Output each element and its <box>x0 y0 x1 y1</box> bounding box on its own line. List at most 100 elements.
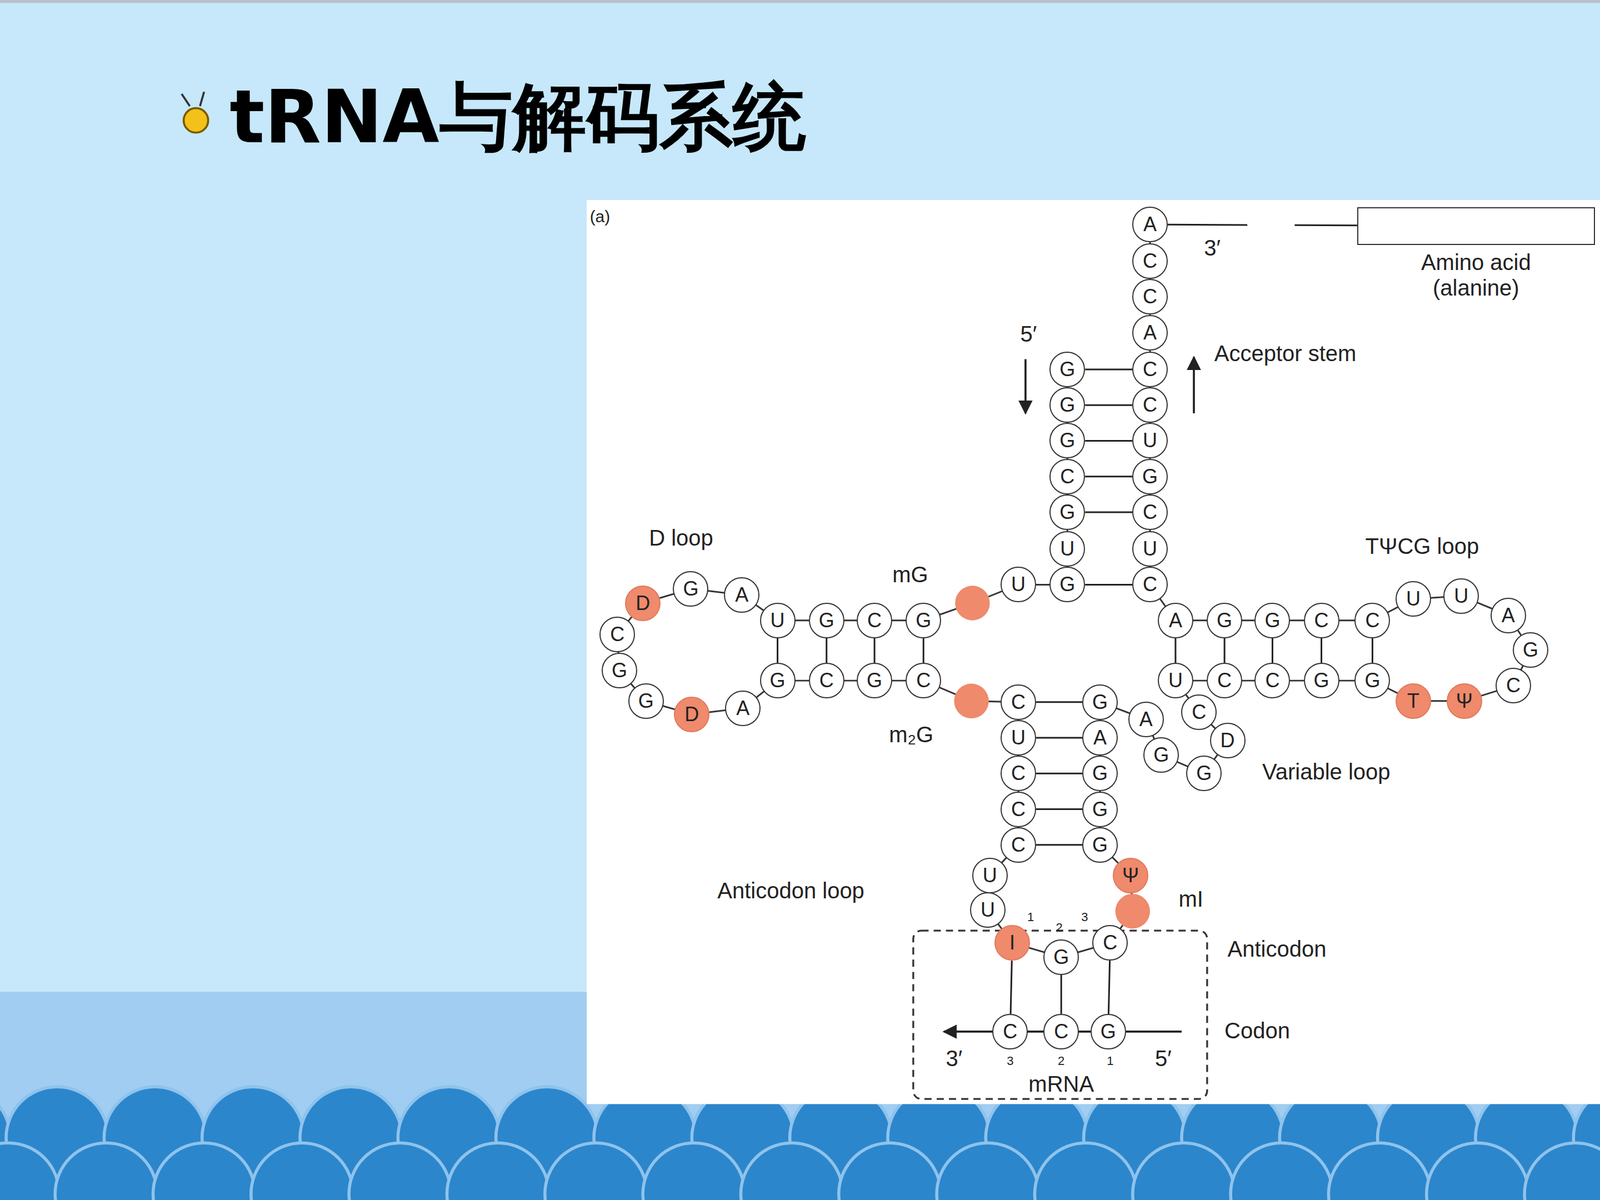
base-letter: G <box>1264 610 1280 631</box>
figure-label: mI <box>1178 886 1203 912</box>
nucleotide-circle: G <box>1143 737 1179 773</box>
nucleotide-circle: A <box>1490 597 1527 634</box>
wave-scallop <box>55 1142 158 1200</box>
base-pair-line <box>1085 368 1133 370</box>
slide-title: tRNA与解码系统 <box>229 77 806 158</box>
rna-backbone <box>617 224 1531 958</box>
nucleotide-circle: G <box>1186 755 1222 792</box>
wave-scallop <box>1132 1142 1235 1200</box>
base-letter: G <box>915 610 932 631</box>
base-letter: G <box>1059 359 1075 380</box>
wave-scallop <box>153 1142 256 1200</box>
base-letter: G <box>1364 670 1380 691</box>
base-letter: G <box>1092 835 1108 855</box>
base-letter: C <box>1102 932 1118 953</box>
nucleotide-circle: C <box>1132 243 1168 279</box>
wave-scallop <box>1426 1142 1529 1200</box>
figure-label: Codon <box>1224 1018 1290 1043</box>
base-letter: G <box>1092 763 1108 784</box>
nucleotide-circle: T <box>1395 683 1432 719</box>
base-letter: A <box>1143 322 1157 343</box>
nucleotide-circle: A <box>1132 206 1168 243</box>
base-letter: U <box>1060 538 1075 559</box>
base-letter: D <box>635 593 650 614</box>
base-pair-line <box>1085 440 1133 442</box>
base-pair-line <box>1085 475 1133 478</box>
figure-label: 2 <box>1055 920 1063 934</box>
figure-label: 3 <box>1081 910 1088 924</box>
nucleotide-circle: C <box>808 662 845 699</box>
base-letter: C <box>1142 574 1158 595</box>
base-letter: C <box>867 610 882 631</box>
nucleotide-circle: G <box>672 571 709 607</box>
figure-label: 1 <box>1106 1054 1114 1068</box>
nucleotide-circle: C <box>1132 566 1168 603</box>
nucleotide-circle: C <box>1000 827 1037 863</box>
base-pair-line <box>1036 701 1083 703</box>
base-letter: C <box>1011 692 1026 713</box>
nucleotide-circle: G <box>856 662 893 699</box>
top-strip <box>0 0 1600 4</box>
nucleotide-circle: I <box>994 925 1030 961</box>
nucleotide-circle: C <box>1132 278 1168 315</box>
base-letter: C <box>1011 835 1026 855</box>
nucleotide-circle: G <box>1082 755 1118 792</box>
base-pair-line <box>1223 638 1226 663</box>
backbone-line <box>617 224 1531 958</box>
base-letter: A <box>1168 610 1183 631</box>
base-letter: C <box>1217 670 1232 691</box>
nucleotide-circle: G <box>1206 602 1243 639</box>
base-letter: U <box>1142 430 1158 451</box>
nucleotide-circle: C <box>1132 351 1168 388</box>
base-letter: A <box>1093 727 1107 748</box>
nucleotide-circle: G <box>1512 632 1549 668</box>
nucleotide-circle: G <box>1303 662 1340 699</box>
wave-scallop <box>838 1142 942 1200</box>
wave-scallop <box>545 1142 648 1200</box>
figure-label: mG <box>892 562 928 587</box>
base-letter: G <box>770 670 786 691</box>
base-letter: G <box>1092 692 1108 713</box>
base-pair-line <box>1036 843 1083 846</box>
base-letter: U <box>1142 538 1158 559</box>
nucleotide-circle: G <box>1049 566 1085 603</box>
nucleotide-circle: C <box>1495 667 1532 704</box>
nucleotide-circle: Ψ <box>1446 683 1483 719</box>
figure-label: 3′ <box>945 1046 963 1071</box>
nucleotide-circle: U <box>1395 581 1432 617</box>
base-letter: G <box>1100 1021 1117 1042</box>
base-pair-line <box>1085 404 1133 407</box>
base-letter: C <box>1142 359 1158 380</box>
base-letter: G <box>1522 640 1539 660</box>
nucleotide-circle: U <box>1157 662 1194 699</box>
nucleotide-circle: C <box>992 1013 1028 1050</box>
base-letter: G <box>1059 430 1075 451</box>
nucleotide-circle: C <box>1000 755 1037 792</box>
base-letter: C <box>916 670 931 691</box>
base-letter: C <box>1265 670 1280 691</box>
amino-acid-box: Amino acid (alanine) <box>1357 207 1595 245</box>
figure-label: (a) <box>590 207 611 226</box>
base-letter: G <box>1092 799 1108 820</box>
base-pair-line <box>1371 638 1374 663</box>
nucleotide-circle: U <box>1049 531 1085 567</box>
wave-scallop <box>251 1142 354 1200</box>
base-letter: G <box>866 670 883 691</box>
base-letter: C <box>1002 1021 1018 1042</box>
base-letter: G <box>1153 745 1169 765</box>
base-letter: U <box>1453 586 1469 607</box>
wave-scallop <box>1034 1142 1137 1200</box>
nucleotide-circle: G <box>1082 791 1118 828</box>
base-pair-line <box>825 638 828 663</box>
base-letter: T <box>1407 691 1420 712</box>
nucleotide-circle: G <box>1254 602 1290 639</box>
base-letter: U <box>770 610 785 631</box>
nucleotide-circle: G <box>1043 939 1079 975</box>
nucleotide-circle: C <box>1092 925 1128 961</box>
nucleotide-circle: A <box>725 690 761 727</box>
base-letter: C <box>1011 799 1026 820</box>
base-letter: C <box>1142 286 1158 307</box>
